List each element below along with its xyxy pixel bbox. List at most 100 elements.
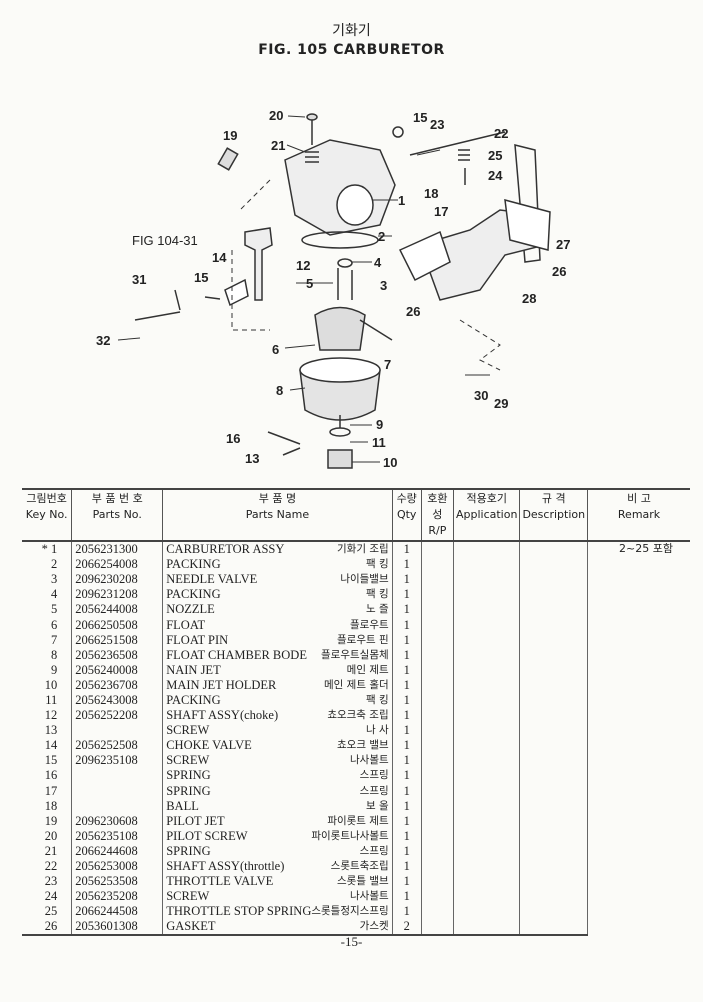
part-no: 2056235108 xyxy=(71,828,163,844)
part-name-en: SCREW xyxy=(166,723,210,738)
callout-15: 15 xyxy=(413,110,428,125)
qty: 1 xyxy=(391,617,422,633)
application xyxy=(452,647,520,663)
part-name-en: PILOT SCREW xyxy=(166,828,248,843)
qty: 1 xyxy=(391,708,422,724)
part-name-ko: 플로우트 xyxy=(350,618,389,631)
key-no: 14 xyxy=(44,738,58,753)
part-name-en: NAIN JET xyxy=(166,662,221,677)
main-jet-holder xyxy=(327,449,353,469)
part-name-en: NEEDLE VALVE xyxy=(166,572,258,587)
callout-21: 21 xyxy=(271,138,286,153)
callout-10: 10 xyxy=(383,455,398,470)
part-15 xyxy=(392,126,404,138)
callout-3: 3 xyxy=(380,278,388,293)
screw-15 xyxy=(204,296,221,300)
rp xyxy=(420,723,454,739)
part-name-ko: 가스켓 xyxy=(359,920,389,933)
part-name-ko: 팩 킹 xyxy=(365,558,389,571)
callout-6: 6 xyxy=(272,342,280,357)
description xyxy=(519,587,588,603)
rp xyxy=(420,541,454,558)
description xyxy=(519,541,588,558)
carburetor-body xyxy=(284,139,396,236)
header-ko: 규 격 xyxy=(541,492,566,505)
rp xyxy=(420,632,454,648)
description xyxy=(519,889,588,905)
header-en: Qty xyxy=(396,508,417,521)
rp xyxy=(420,858,454,875)
carburetor-exploded-diagram xyxy=(117,113,551,469)
callout-8: 8 xyxy=(276,383,284,398)
application xyxy=(452,723,520,739)
pilot-jet xyxy=(217,147,239,171)
description xyxy=(519,874,588,890)
header-en: Application xyxy=(455,508,518,521)
part-no: 2066244608 xyxy=(71,843,163,859)
callout-17: 17 xyxy=(434,204,449,219)
application xyxy=(452,753,520,769)
callout-15b: 15 xyxy=(194,270,209,285)
qty: 1 xyxy=(391,541,422,558)
rp xyxy=(420,828,454,844)
application xyxy=(452,889,520,905)
qty: 1 xyxy=(391,753,422,769)
key-no: 24 xyxy=(44,889,58,904)
spring-21 xyxy=(305,151,319,163)
part-name-en: THROTTLE STOP SPRING xyxy=(166,904,312,919)
application xyxy=(452,692,520,709)
application xyxy=(452,587,520,603)
gasket-26 xyxy=(398,230,451,282)
part-name-en: SHAFT ASSY(throttle) xyxy=(166,859,285,874)
part-name: GASKET 가스켓 xyxy=(162,919,393,937)
part-name-ko: 스프링 xyxy=(359,769,389,782)
part-no: 2056236708 xyxy=(71,677,163,693)
part-no: 2056231300 xyxy=(71,541,163,558)
description xyxy=(519,647,588,663)
description xyxy=(519,617,588,633)
callout-4: 4 xyxy=(374,255,382,270)
description xyxy=(519,798,588,814)
key-no: 11 xyxy=(45,692,58,707)
key-no: 3 xyxy=(51,572,58,587)
callout-32: 32 xyxy=(96,333,111,348)
part-no xyxy=(71,723,163,739)
callout-30: 30 xyxy=(474,388,489,403)
part-name-ko: 메인 제트 홀더 xyxy=(324,678,389,691)
qty: 1 xyxy=(391,813,422,829)
key-no: 12 xyxy=(44,708,58,723)
packing-2 xyxy=(301,231,379,249)
application xyxy=(452,858,520,875)
callout-25: 25 xyxy=(488,148,503,163)
part-name-en: PACKING xyxy=(166,557,221,572)
float xyxy=(314,306,366,351)
application xyxy=(452,798,520,814)
title-korean: 기화기 xyxy=(332,23,371,39)
part-name-ko: 팩 킹 xyxy=(365,588,389,601)
qty: 1 xyxy=(391,858,422,875)
key-no: 18 xyxy=(44,798,58,813)
callout-5: 5 xyxy=(306,276,314,291)
part-no xyxy=(71,768,163,784)
key-no: 5 xyxy=(51,602,58,617)
part-name-en: GASKET xyxy=(166,919,216,934)
